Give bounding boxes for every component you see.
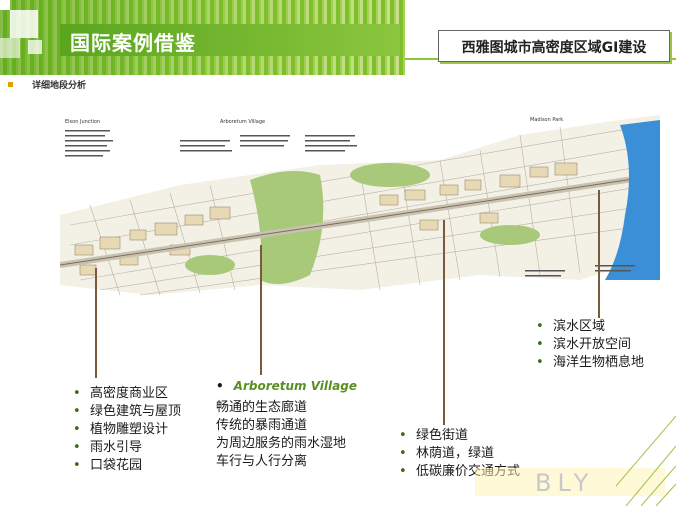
- bly-logo: BLY: [475, 468, 665, 497]
- arboretum-line: 传统的暴雨通道: [216, 418, 308, 433]
- site-plan-map: Elson Junction Arboretum Village Madison…: [60, 115, 660, 296]
- leader-line-arboretum: [260, 245, 262, 375]
- map-label-arboretum: Arboretum Village: [220, 119, 265, 125]
- leader-line-waterfront: [598, 190, 600, 318]
- logo-text: BLY: [535, 469, 594, 497]
- map-note-lines: [65, 130, 635, 277]
- corner-decoration: [616, 415, 676, 506]
- list-item: 绿色街道: [396, 427, 520, 445]
- arboretum-line: 畅通的生态廊道: [216, 400, 308, 415]
- arboretum-line: 车行与人行分离: [216, 454, 308, 469]
- deco-square: [10, 10, 38, 38]
- list-item: 植物雕塑设计: [70, 421, 181, 439]
- list-item: 海洋生物栖息地: [533, 354, 644, 372]
- subtitle: 详细地段分析: [32, 81, 87, 91]
- map-label-left: Elson Junction: [65, 119, 100, 125]
- arboretum-heading: •Arboretum Village: [216, 379, 357, 393]
- case-title-box: 西雅图城市高密度区域GI建设: [438, 30, 670, 62]
- case-title: 西雅图城市高密度区域GI建设: [461, 40, 647, 56]
- leader-line-green-street: [443, 220, 445, 425]
- list-item: 滨水区域: [533, 318, 644, 336]
- list-item: 滨水开放空间: [533, 336, 644, 354]
- arboretum-line: 为周边服务的雨水湿地: [216, 436, 347, 451]
- deco-square: [0, 0, 10, 10]
- arboretum-heading-text: Arboretum Village: [233, 379, 357, 393]
- waterfront-list: 滨水区域 滨水开放空间 海洋生物栖息地: [533, 318, 644, 372]
- dense-commercial-list: 高密度商业区 绿色建筑与屋顶 植物雕塑设计 雨水引导 口袋花园: [70, 385, 181, 475]
- map-ground: [60, 115, 660, 295]
- title-bar: [60, 24, 400, 56]
- subtitle-bullet: [8, 82, 13, 87]
- leader-line-dense: [95, 268, 97, 378]
- lake-water: [605, 120, 660, 280]
- list-item: 高密度商业区: [70, 385, 181, 403]
- list-item: 口袋花园: [70, 457, 181, 475]
- map-label-madison: Madison Park: [530, 117, 563, 123]
- deco-square: [0, 38, 20, 58]
- list-item: 绿色建筑与屋顶: [70, 403, 181, 421]
- corridor-centerline: [60, 174, 660, 266]
- page-title: 国际案例借鉴: [70, 31, 196, 55]
- list-item: 林荫道，绿道: [396, 445, 520, 463]
- logo-band: [475, 468, 665, 496]
- deco-square: [28, 40, 42, 54]
- list-item: 雨水引导: [70, 439, 181, 457]
- vegetation: [185, 163, 540, 284]
